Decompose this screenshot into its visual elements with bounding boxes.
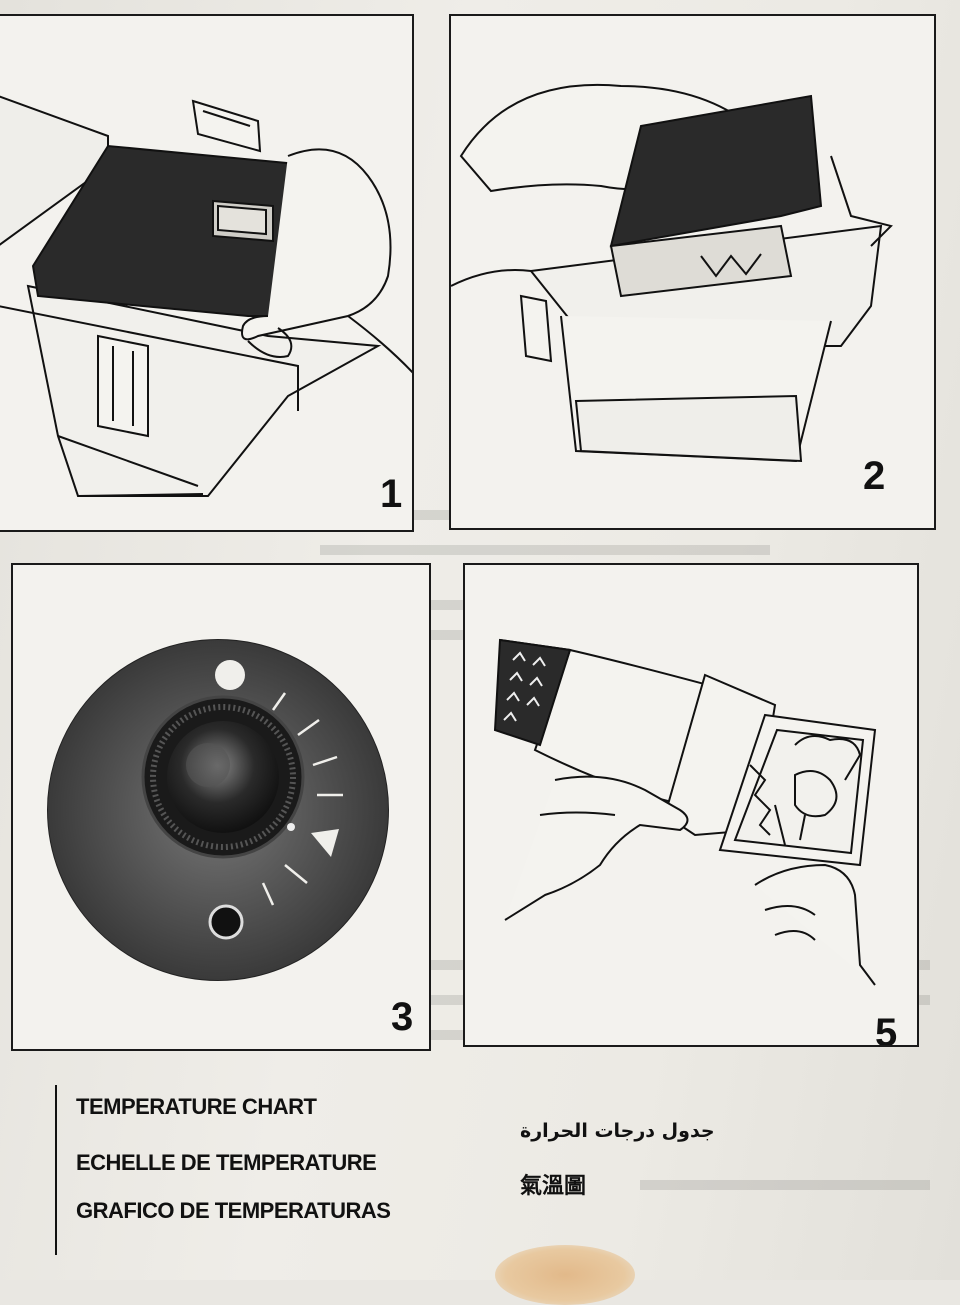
legend-title-french: ECHELLE DE TEMPERATURE — [76, 1150, 377, 1175]
insert-cartridge-illustration — [0, 95, 412, 497]
pull-dark-slide-illustration — [451, 83, 893, 463]
panel-step-5: 5 — [463, 563, 919, 1047]
step-number: 5 — [875, 1011, 898, 1047]
legend-title-english: TEMPERATURE CHART — [76, 1094, 317, 1119]
step-number: 1 — [380, 472, 403, 516]
panel-step-2: 2 — [449, 14, 936, 530]
step-number: 3 — [391, 995, 414, 1039]
paper-stain — [495, 1245, 635, 1305]
panel-step-3: 3 — [11, 563, 431, 1051]
panel-step-1: 1 — [0, 14, 414, 532]
exposure-dial-illustration — [47, 639, 389, 981]
step-number: 2 — [863, 454, 886, 498]
divider-line — [55, 1085, 57, 1255]
legend-title-spanish: GRAFICO DE TEMPERATURAS — [76, 1198, 391, 1223]
legend-title-arabic: جدول درجات الحرارة — [520, 1120, 715, 1142]
legend-title-chinese: 氣溫圖 — [520, 1174, 587, 1199]
peel-print-illustration — [493, 638, 877, 986]
